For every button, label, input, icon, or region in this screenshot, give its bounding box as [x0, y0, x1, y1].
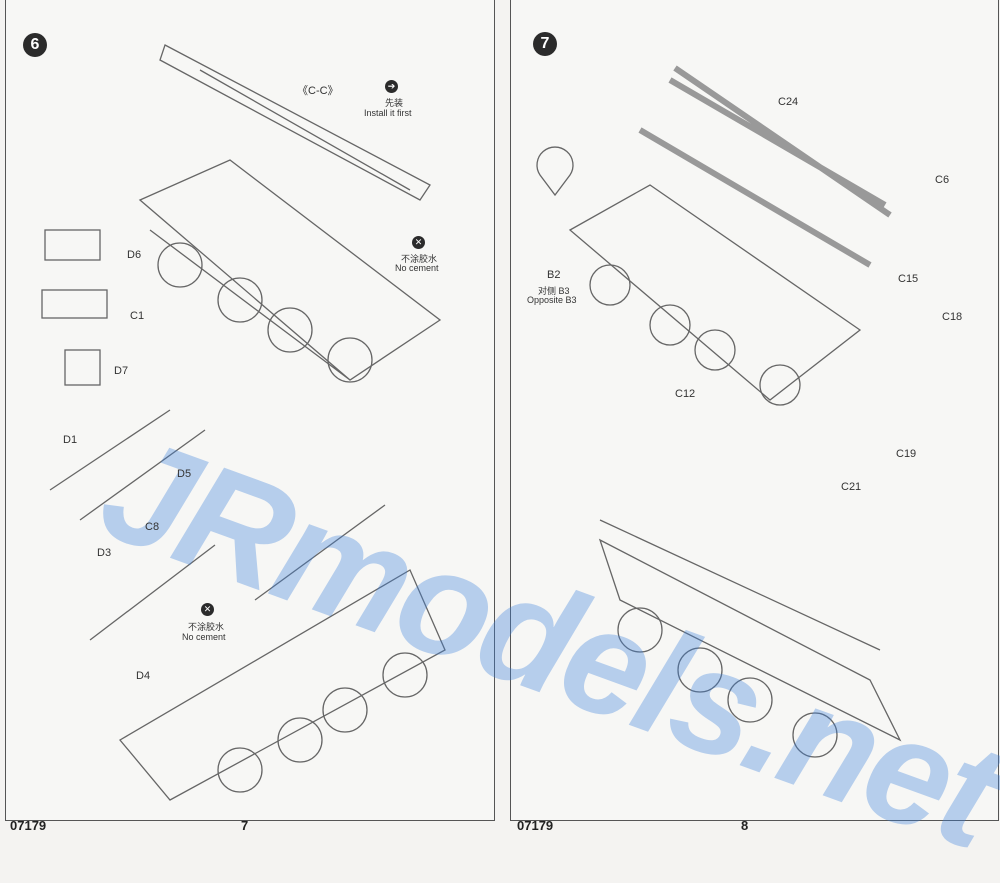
- truck-drawing-step6-bottom: [119, 569, 446, 801]
- assembly-drawings: [41, 44, 902, 801]
- label-d4: D4: [136, 670, 151, 682]
- label-nocement-cn: 不涂胶水: [401, 254, 438, 264]
- truck-drawing-step7-bottom: [598, 519, 902, 758]
- missile-drawings: [638, 65, 892, 268]
- label-nocement2-en: No cement: [182, 632, 226, 642]
- launcher-rail-drawing: [159, 44, 431, 201]
- label-c24: C24: [778, 96, 799, 108]
- label-nocement-en: No cement: [395, 263, 439, 273]
- no-cement-icon: ✕: [201, 603, 214, 616]
- label-b3-en: Opposite B3: [527, 295, 577, 305]
- footer-product-code: 07179: [10, 818, 47, 833]
- label-d1: D1: [63, 434, 78, 446]
- label-c15: C15: [898, 273, 919, 285]
- truck-drawing-step6-top: [138, 159, 442, 383]
- instruction-page-8: [510, 0, 999, 821]
- label-c19: C19: [896, 448, 917, 460]
- label-c6: C6: [935, 174, 950, 186]
- install-first-icon: ➔: [385, 80, 398, 93]
- label-d5: D5: [177, 468, 192, 480]
- label-install-cn: 先装: [385, 98, 404, 108]
- label-d3: D3: [97, 547, 112, 559]
- detail-callout-bubble: [536, 146, 574, 197]
- label-c12: C12: [675, 388, 696, 400]
- truck-drawing-step7-top: [568, 184, 862, 406]
- label-nocement2-cn: 不涂胶水: [188, 622, 225, 632]
- label-c8: C8: [145, 521, 160, 533]
- label-c1: C1: [130, 310, 145, 322]
- footer-page-number: 8: [741, 818, 749, 833]
- instruction-page-7: [5, 0, 495, 821]
- no-cement-icon: ✕: [412, 236, 425, 249]
- part-d6-c1-drawing: [41, 229, 108, 386]
- label-b3-cn: 对侧 B3: [538, 286, 570, 296]
- label-d7: D7: [114, 365, 129, 377]
- step-number-6: 6: [23, 33, 47, 57]
- label-c21: C21: [841, 481, 862, 493]
- label-d6: D6: [127, 249, 142, 261]
- label-cc: 《C-C》: [297, 85, 339, 97]
- label-c18: C18: [942, 311, 963, 323]
- label-b2: B2: [547, 269, 561, 281]
- step-number-7: 7: [533, 32, 557, 56]
- part-d1-d5-drawing: [49, 409, 206, 521]
- footer-product-code: 07179: [517, 818, 554, 833]
- label-install-en: Install it first: [364, 108, 412, 118]
- footer-page-number: 7: [241, 818, 249, 833]
- part-d3-c8-drawing: [89, 504, 386, 641]
